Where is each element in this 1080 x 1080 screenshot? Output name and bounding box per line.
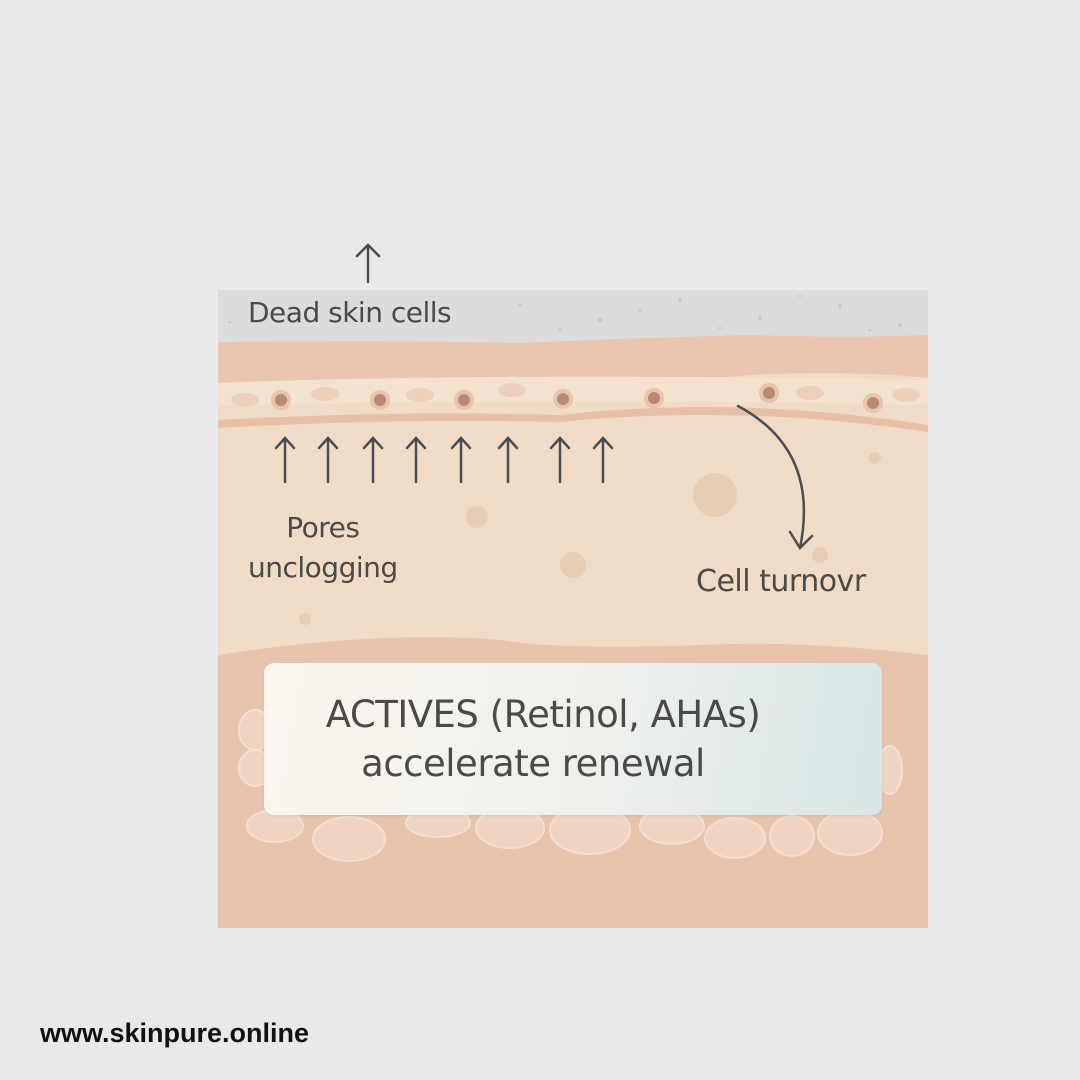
actives-line1: ACTIVES (Retinol, AHAs): [325, 693, 761, 736]
arrow-up-icon: [355, 243, 381, 284]
actives-line2: accelerate renewal: [361, 742, 705, 785]
arrow-up-icon: [362, 436, 384, 484]
arrow-up-icon: [549, 436, 571, 484]
dead-skin-layer: [218, 290, 928, 343]
arrow-up-icon: [274, 436, 296, 484]
curved-arrow-icon: [736, 404, 814, 550]
arrow-up-icon: [450, 436, 472, 484]
arrow-up-icon: [497, 436, 519, 484]
website-url: www.skinpure.online: [40, 1018, 310, 1048]
cell-turnover-label: Cell turnovr: [696, 564, 866, 599]
dead-skin-label: Dead skin cells: [248, 296, 452, 329]
arrow-up-icon: [317, 436, 339, 484]
pores-unclogging-label: Pores unclogging: [248, 508, 398, 588]
pores-label-line1: Pores: [286, 511, 360, 544]
dead-skin-specks: [228, 294, 902, 332]
pores-label-line2: unclogging: [248, 551, 398, 584]
up-arrows: [274, 243, 814, 550]
actives-callout: ACTIVES (Retinol, AHAs) accelerate renew…: [264, 663, 882, 815]
arrow-up-icon: [592, 436, 614, 484]
cells: [231, 383, 920, 862]
arrow-up-icon: [405, 436, 427, 484]
cell-layer: [218, 376, 928, 405]
